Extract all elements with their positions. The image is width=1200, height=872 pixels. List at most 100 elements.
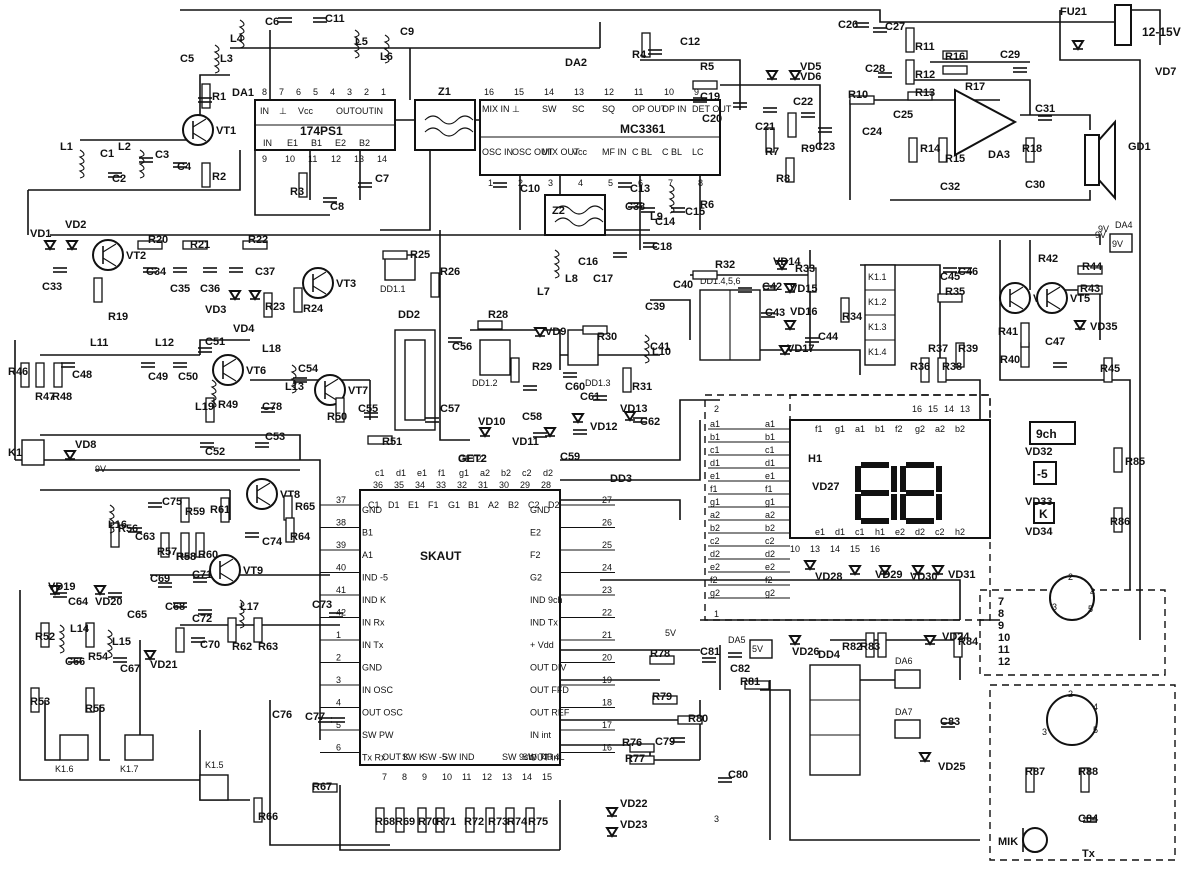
- resistor: [942, 50, 968, 60]
- da2-pin-top: 11: [634, 87, 643, 97]
- component-ref: C2: [112, 173, 126, 185]
- segment-name-left: d1: [710, 458, 720, 468]
- k1-3-label: K1.3: [868, 322, 887, 332]
- component-ref: R41: [998, 326, 1018, 338]
- component-ref: C57: [440, 403, 460, 415]
- transistor-label: VT9: [243, 565, 263, 577]
- component-ref: VD25: [938, 761, 966, 773]
- component-ref: R76: [622, 737, 642, 749]
- component-ref: R21: [190, 239, 210, 251]
- da1-pin-bottom: 13: [354, 154, 364, 164]
- component-ref: R71: [436, 816, 456, 828]
- da2-pin-top: 9: [694, 87, 699, 97]
- display-bottom-label: h1: [875, 527, 885, 537]
- component-ref: VD28: [815, 571, 843, 583]
- display-top-pin: 13: [960, 404, 970, 414]
- resistor: [953, 632, 963, 658]
- segment-name-left: c1: [710, 445, 720, 455]
- inductor-coil: [210, 379, 217, 409]
- dd3-right-name: IND 9ch: [530, 595, 563, 605]
- resistor: [40, 622, 50, 648]
- dd3-top-name: D2: [548, 500, 560, 510]
- da2-pin-name-top: SC: [572, 104, 585, 114]
- component-ref: C74: [262, 536, 283, 548]
- segment: [891, 494, 897, 520]
- diode: [93, 585, 107, 596]
- resistor: [1077, 265, 1103, 275]
- da2-pin-name-top: ⊥: [512, 104, 520, 114]
- relay-gates: K1.6 K1.7 K1.5 K1: [8, 439, 229, 801]
- dd3-right-pin: 25: [602, 540, 612, 550]
- inductor-coil: [108, 504, 115, 534]
- da1-pin-name-top: IN: [374, 106, 383, 116]
- chip-dd4: DD4 DA6 DA7 5V DA5: [728, 635, 921, 776]
- resistor: [942, 65, 968, 75]
- component-ref: C38: [625, 201, 645, 213]
- button-k[interactable]: [1033, 502, 1055, 524]
- component-ref: VD8: [75, 439, 96, 451]
- component-ref: L11: [90, 337, 108, 349]
- transistor-body: [92, 239, 124, 271]
- component-ref: C72: [192, 613, 212, 625]
- transistor-lead: [312, 285, 327, 295]
- component-ref: C28: [865, 63, 885, 75]
- component-ref: R74: [507, 816, 528, 828]
- component-ref: VD2: [65, 219, 86, 231]
- resistor: [765, 127, 775, 153]
- component-ref: C43: [765, 307, 785, 319]
- dd3-bottom-name: SW IND: [442, 752, 475, 762]
- da1-pin-bottom: 14: [377, 154, 387, 164]
- component-ref: R83: [860, 641, 880, 653]
- z2-label: Z2: [552, 205, 565, 217]
- resistor: [367, 435, 393, 445]
- da2-pin-bottom: 6: [638, 178, 643, 188]
- display-bottom-label: h2: [955, 527, 965, 537]
- da2-pin-top: 10: [664, 87, 674, 97]
- resistor: [908, 137, 918, 163]
- dd3-bottom-pin: 8: [402, 772, 407, 782]
- button-minus5[interactable]: [1033, 461, 1057, 485]
- display-bottom-pin: 15: [850, 544, 860, 554]
- diode: [778, 345, 792, 356]
- component-ref: C39: [645, 301, 665, 313]
- component-ref: R24: [303, 303, 324, 315]
- power-label: 12-15V: [1142, 25, 1181, 39]
- dd3-top-pin: 33: [436, 480, 446, 490]
- component-ref: L12: [155, 337, 174, 349]
- resistor: [85, 687, 95, 713]
- dd3-bottom-name: SW 9ch: [502, 752, 534, 762]
- button-9ch[interactable]: [1029, 421, 1076, 445]
- component-ref: R34: [842, 311, 863, 323]
- dd1-3-label: DD1.3: [585, 378, 611, 388]
- component-ref: VD17: [787, 343, 815, 355]
- component-ref: VD10: [478, 416, 506, 428]
- component-ref: C10: [520, 183, 540, 195]
- da1-pin-name-top: Vcc: [298, 106, 314, 116]
- component-ref: L16: [108, 519, 127, 531]
- dd3-right-name: IND Tx: [530, 618, 558, 628]
- segment-name-right: b1: [765, 432, 775, 442]
- component-ref: R6: [700, 199, 714, 211]
- dd3-left-pin: 41: [336, 585, 346, 595]
- component-ref: C37: [255, 266, 275, 278]
- diode: [878, 565, 892, 576]
- component-ref: C3: [155, 149, 169, 161]
- da2-pin-name-top: SQ: [602, 104, 615, 114]
- da5-label: DA5: [728, 635, 746, 645]
- component-ref: R78: [650, 648, 670, 660]
- component-ref: C35: [170, 283, 190, 295]
- resistor: [205, 397, 215, 423]
- segment: [900, 494, 906, 520]
- resistor: [253, 797, 263, 823]
- resistor: [938, 137, 948, 163]
- component-ref: C30: [1025, 179, 1045, 191]
- dd3-top-pin: 32: [457, 480, 467, 490]
- resistor: [905, 27, 915, 53]
- segment-name-left: b2: [710, 523, 720, 533]
- resistor: [1025, 767, 1035, 793]
- dd3-top-outer: c1: [375, 468, 385, 478]
- component-ref: C65: [127, 609, 147, 621]
- segment-name-left: e1: [710, 471, 720, 481]
